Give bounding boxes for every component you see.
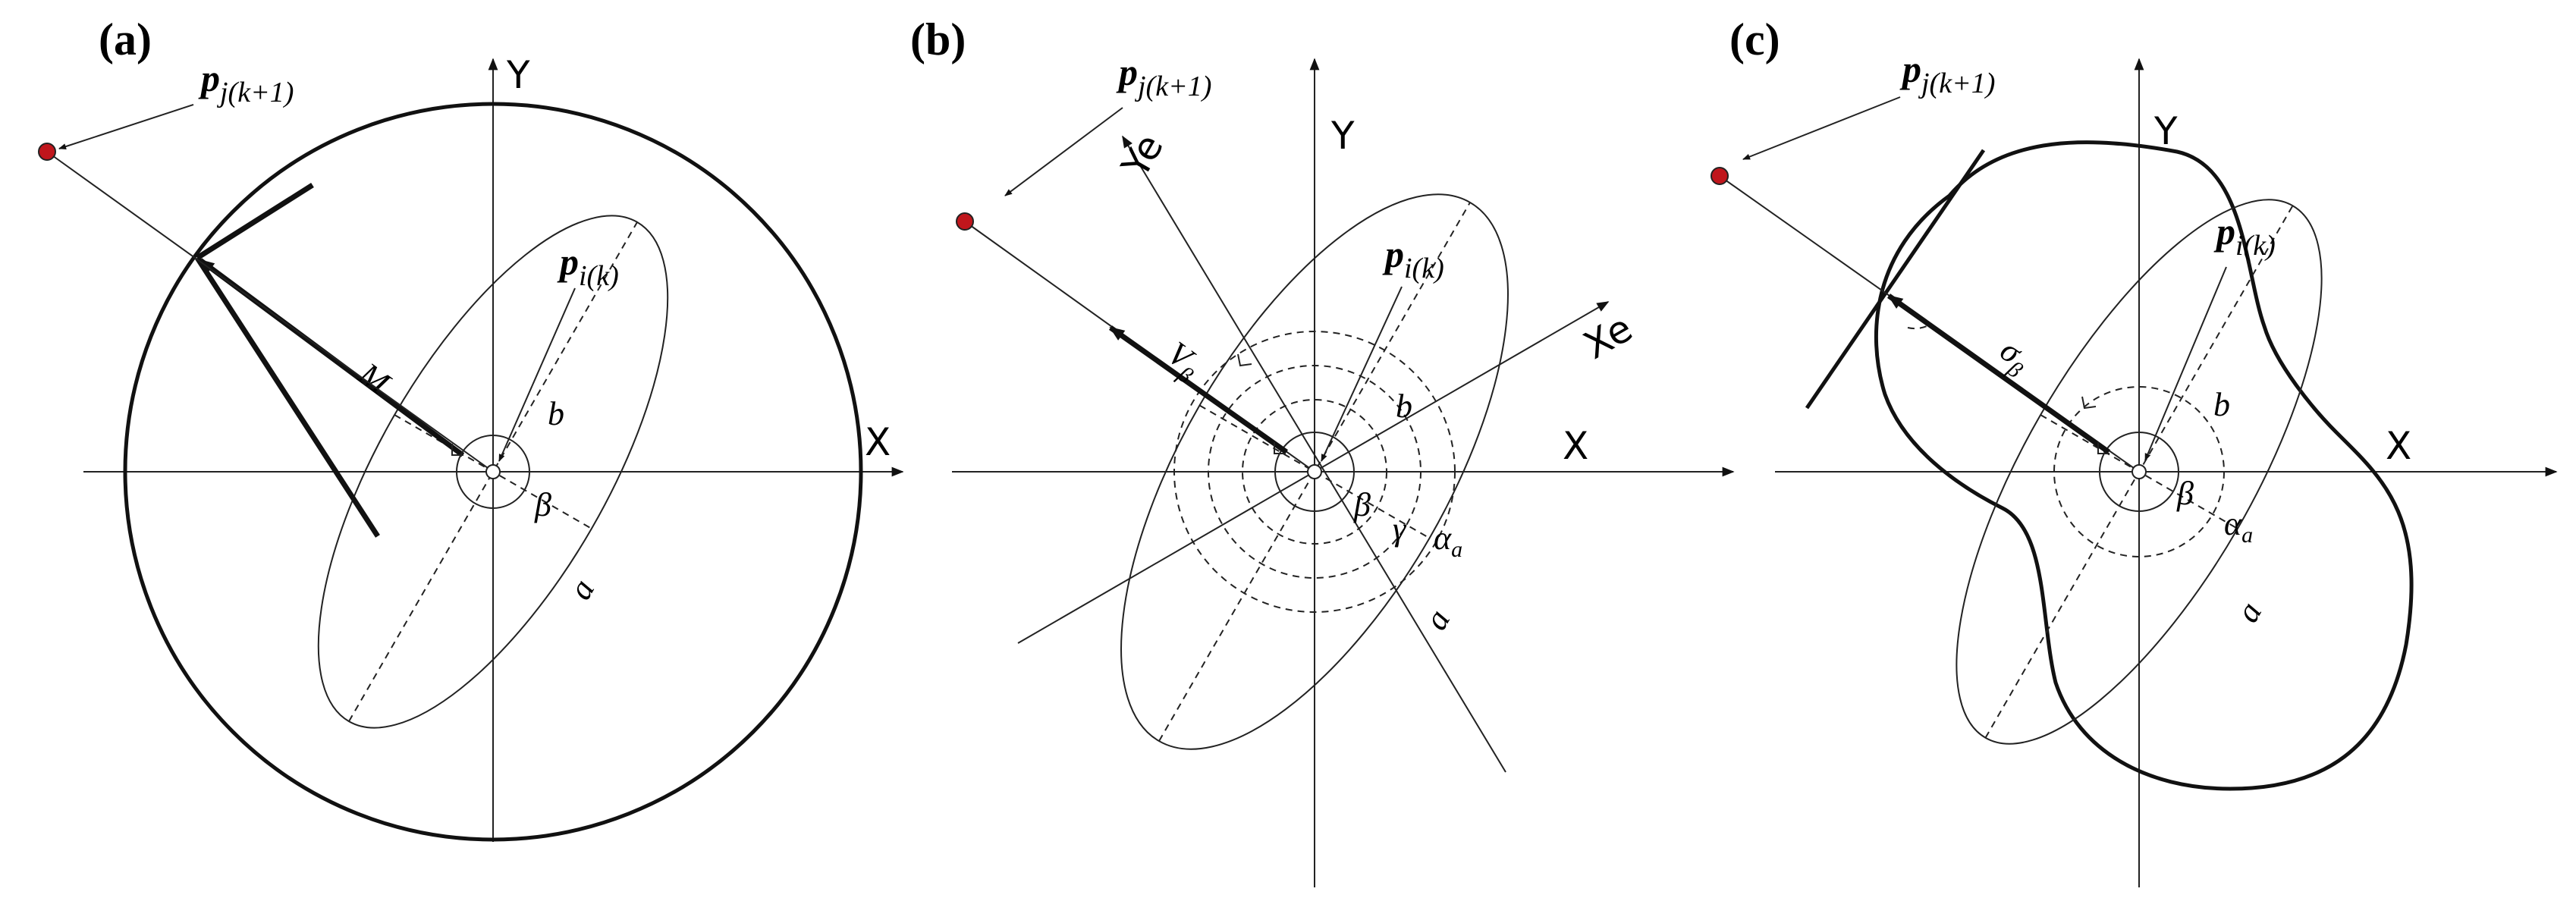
panel-b-minor-axis	[1198, 404, 1431, 539]
panel-c-target-leader	[1742, 96, 1901, 160]
panel-c-right-angle-mark	[2097, 442, 2109, 454]
panel-c-label: (c)	[1729, 14, 1780, 64]
panel-a-source-label: pi(k)	[557, 240, 619, 292]
panel-b-semi-minor: b	[1396, 388, 1412, 425]
panel-b-angle-alpha: αa	[1434, 520, 1462, 562]
panel-b-target-point	[956, 212, 974, 231]
panel-c-semi-minor: b	[2213, 386, 2230, 423]
panel-b-x-label: X	[1563, 424, 1588, 468]
panel-b-right-angle-mark	[1274, 442, 1286, 454]
panel-b-center	[1307, 464, 1322, 479]
panel-b-angle-beta: β	[1353, 486, 1371, 523]
panel-a-bound-segment-top	[196, 183, 314, 260]
panel-c-target-point	[1711, 167, 1729, 185]
panel-a-target-point	[38, 143, 56, 161]
panel-b-angle-gamma: γ	[1393, 510, 1407, 548]
panel-b-vector-v	[1108, 325, 1289, 454]
panel-a-y-label: Y	[506, 53, 530, 97]
panel-a-center	[485, 464, 501, 479]
panel-a-source-leader	[498, 287, 576, 462]
panel-b: (b) X Y Xe Ye Vβ pj(k+1) pi(k)	[910, 14, 1735, 887]
panel-b-target-label: pj(k+1)	[1116, 51, 1211, 102]
panel-a-x-label: X	[865, 420, 891, 464]
panel-c-center	[2131, 464, 2147, 479]
panel-c-y-label: Y	[2153, 109, 2178, 153]
panel-b-target-leader	[1004, 107, 1123, 196]
panel-a-target-ray	[46, 151, 494, 473]
panel-c-source-label: pi(k)	[2213, 210, 2276, 262]
panel-b-arc-alpha	[1173, 331, 1456, 613]
panel-a-vector-label: M	[351, 355, 397, 403]
panel-c-source-leader	[2144, 266, 2227, 461]
panel-a-target-label: pj(k+1)	[198, 57, 294, 108]
panel-b-arc-beta	[1242, 399, 1387, 545]
panel-b-major-axis	[1158, 202, 1471, 742]
panel-b-y-label: Y	[1330, 114, 1355, 158]
panel-c-envelope	[1874, 140, 2414, 791]
panel-c-x-label: X	[2386, 424, 2411, 468]
panel-c-arc-alpha	[2053, 386, 2225, 557]
panel-b-semi-major: a	[1417, 603, 1457, 636]
panel-a-semi-minor: b	[548, 395, 564, 432]
panel-a-right-angle-mark	[451, 444, 463, 456]
panel-c-angle-alpha: αa	[2224, 505, 2253, 548]
panel-b-source-label: pi(k)	[1382, 233, 1444, 284]
panel-b-angle-circle	[1274, 432, 1355, 512]
panel-b-vector-label: Vβ	[1157, 334, 1208, 389]
panel-b-ye-label: Ye	[1113, 127, 1172, 185]
panel-b-ye-axis	[1122, 135, 1506, 773]
panel-c-tangent-line	[1805, 149, 1986, 410]
panel-a-semi-major: a	[561, 573, 602, 606]
panel-c-angle-circle	[2099, 432, 2179, 512]
panel-a-angle-circle	[456, 435, 530, 509]
panel-c: (c) X Y σβ pj(k+1) pi(k) b	[1711, 14, 2558, 887]
panel-c-vector-sigma	[1886, 294, 2111, 454]
panel-a-bounding-circle	[123, 102, 863, 842]
panel-b-right-angle-mark-2	[1237, 353, 1252, 367]
panel-b-label: (b)	[910, 14, 966, 64]
panel-a-angle-beta: β	[534, 486, 551, 523]
panel-b-source-leader	[1321, 286, 1403, 462]
panel-a-label: (a)	[99, 14, 152, 64]
panel-c-semi-major: a	[2229, 595, 2269, 629]
panel-c-angle-beta: β	[2176, 475, 2194, 512]
panel-c-right-angle-mark-2	[2081, 396, 2097, 410]
panel-a-target-leader	[58, 104, 194, 149]
panel-c-tangent-angle	[1907, 325, 1927, 330]
panel-c-target-label: pj(k+1)	[1899, 48, 1995, 99]
panel-a-bound-segment-bottom	[195, 256, 380, 538]
panel-b-arc-gamma	[1208, 365, 1422, 579]
panel-a: (a) X Y M pj(k+1) pi(k) b a β	[38, 14, 904, 842]
